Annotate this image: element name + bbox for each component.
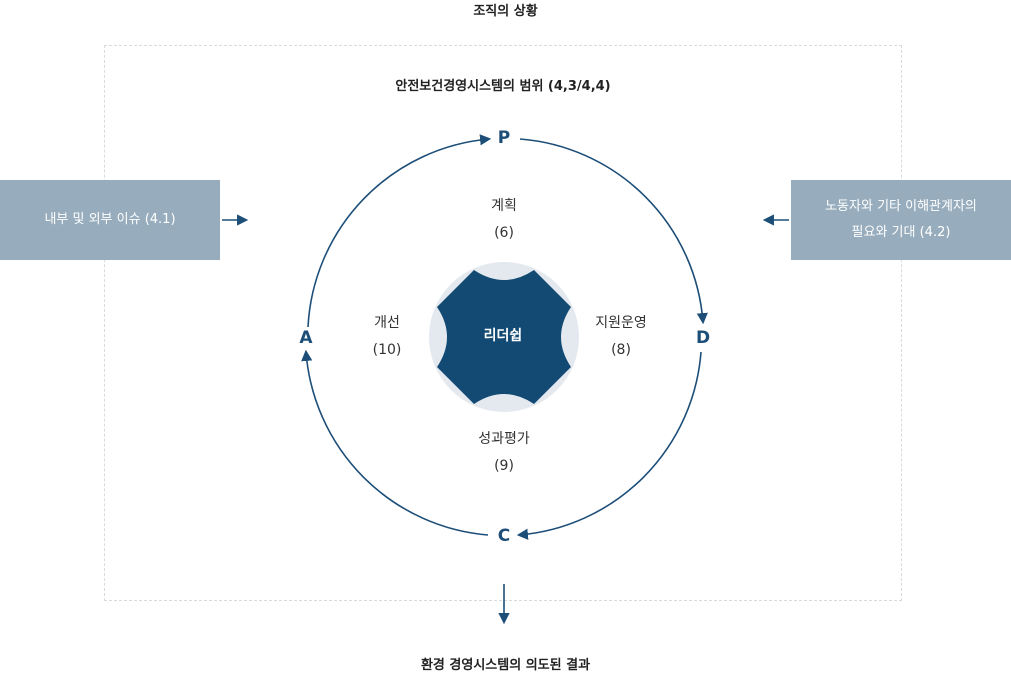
leadership-center-shape: [437, 270, 571, 404]
cycle-letter-d: D: [695, 328, 711, 348]
internal-external-issues-box: 내부 및 외부 이슈 (4.1): [0, 180, 220, 260]
phase-evaluation-label: 성과평가: [478, 431, 530, 447]
scope-frame: [104, 45, 902, 601]
phase-plan: 계획 (6): [454, 193, 554, 247]
phase-improvement-number: (10): [372, 342, 402, 358]
arc-p-to-d: [519, 138, 708, 325]
leadership-label: 리더쉽: [483, 328, 523, 344]
phase-improvement: 개선 (10): [337, 310, 437, 364]
context-title: 조직의 상황: [473, 4, 538, 19]
arc-a-to-p: [307, 134, 492, 328]
phase-support-label: 지원운영: [595, 315, 647, 331]
stakeholder-needs-box: 노동자와 기타 이해관계자의 필요와 기대 (4.2): [791, 180, 1011, 260]
stakeholder-needs-line2: 필요와 기대 (4.2): [851, 225, 951, 240]
phase-support: 지원운영 (8): [571, 310, 671, 364]
phase-improvement-label: 개선: [374, 315, 400, 331]
phase-evaluation: 성과평가 (9): [454, 426, 554, 480]
arc-d-to-c: [516, 351, 702, 540]
internal-external-issues-label: 내부 및 외부 이슈 (4.1): [44, 212, 176, 227]
cycle-letter-a: A: [299, 328, 313, 348]
outcome-title: 환경 경영시스템의 의도된 결과: [420, 658, 591, 673]
phase-plan-number: (6): [494, 225, 514, 241]
cycle-letter-p: P: [497, 128, 511, 148]
cycle-letter-c: C: [497, 526, 511, 546]
stakeholder-needs-line1: 노동자와 기타 이해관계자의: [825, 199, 977, 214]
phase-support-number: (8): [611, 342, 631, 358]
scope-title: 안전보건경영시스템의 범위 (4,3/4,4): [395, 79, 611, 94]
arc-c-to-a: [301, 349, 489, 536]
phase-plan-label: 계획: [491, 198, 517, 214]
phase-evaluation-number: (9): [494, 458, 514, 474]
